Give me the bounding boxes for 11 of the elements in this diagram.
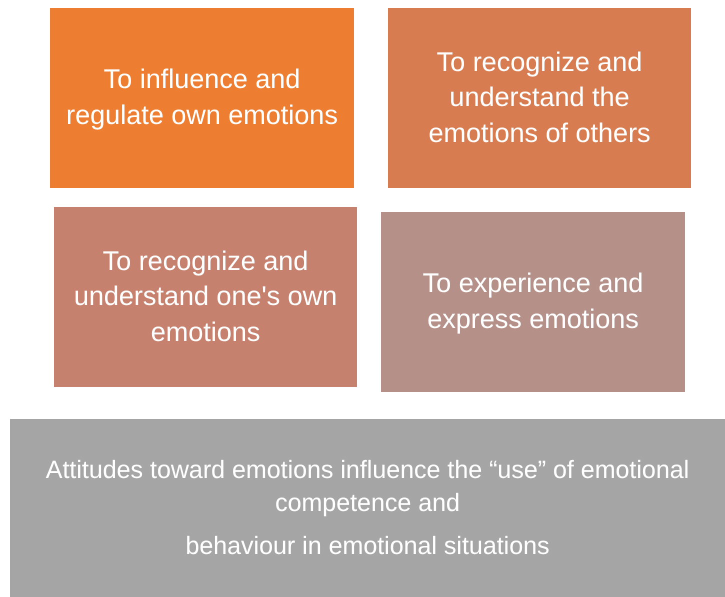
box-text: To experience and express emotions — [422, 267, 644, 336]
text-box — [10, 419, 725, 597]
box-text: To influence and regulate own emotions — [65, 63, 339, 132]
text-box — [388, 8, 691, 188]
box-text: To recognize and understand one's own emotions — [72, 244, 338, 349]
text-box — [54, 207, 357, 387]
box-text: Attitudes toward emotions influence the “use” of emotional competence and — [44, 454, 690, 518]
text-box — [50, 8, 354, 188]
box-text: behaviour in emotional situations — [185, 530, 550, 562]
box-text: To recognize and understand the emotions of others — [427, 46, 652, 150]
text-box — [381, 212, 685, 392]
